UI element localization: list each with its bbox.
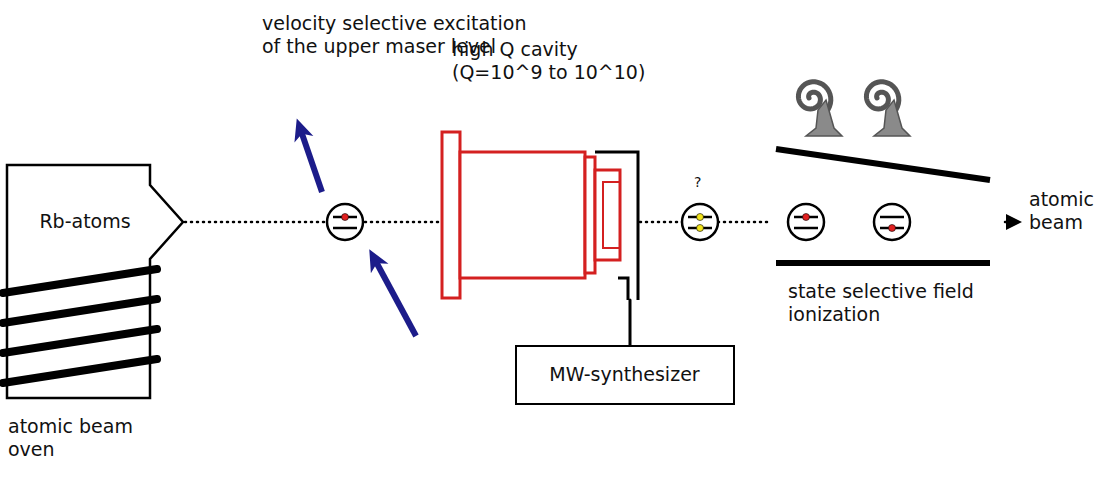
- atom-symbol: [874, 204, 910, 240]
- excitation-note: velocity selective excitation of the upp…: [262, 12, 537, 58]
- microwave-feed: [629, 300, 632, 345]
- oven-outline: [5, 163, 185, 400]
- ionization-region: state selective field ionization: [770, 140, 1005, 345]
- atom-symbol: [788, 204, 824, 240]
- oven-caption: atomic beam oven: [8, 415, 173, 461]
- laser-arrow: [300, 128, 322, 192]
- question-mark: ?: [694, 174, 714, 191]
- oven-content: Rb-atoms: [15, 210, 155, 233]
- detector-horn: [874, 100, 910, 136]
- ionization-plate: [776, 149, 990, 180]
- atom-symbol: [327, 204, 363, 240]
- ionization-caption: state selective field ionization: [788, 280, 988, 326]
- heater-coil: [3, 299, 157, 323]
- laser-arrow: [374, 258, 416, 336]
- ionization-plate: [776, 260, 990, 266]
- atom-symbol: [682, 204, 718, 240]
- beam-arrowhead: [1006, 214, 1022, 230]
- detectors: [798, 82, 910, 136]
- heater-coil: [3, 329, 157, 353]
- synthesizer-label: MW-synthesizer: [549, 363, 699, 386]
- heater-coil: [3, 269, 157, 293]
- heater-coil: [3, 359, 157, 383]
- atomic-beam-line: [185, 221, 440, 224]
- beam-label: atomic beam: [1029, 188, 1101, 234]
- cavity-outline: [440, 130, 640, 300]
- cavity: high Q cavity (Q=10^9 to 10^10): [440, 130, 640, 300]
- oven-box: Rb-atomsatomic beam oven: [5, 163, 185, 400]
- detector-horn: [806, 100, 842, 136]
- synthesizer-box: MW-synthesizer: [515, 345, 735, 405]
